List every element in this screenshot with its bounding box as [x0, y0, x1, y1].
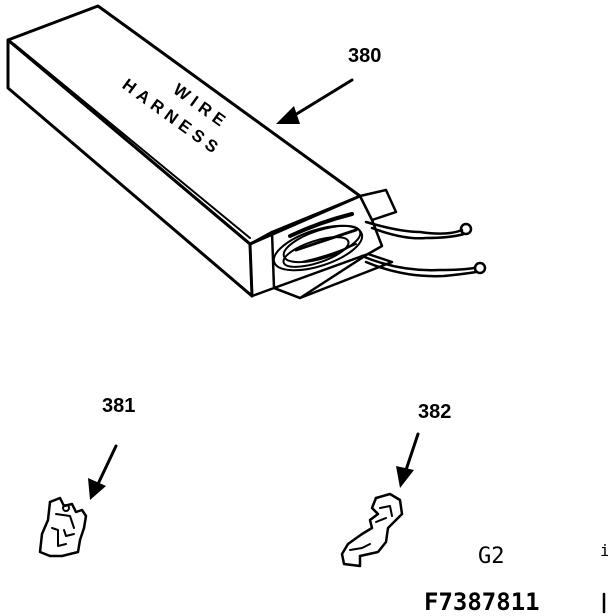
terminal-382 — [340, 492, 404, 568]
box-opening — [270, 194, 384, 300]
callout-381: 381 — [102, 395, 135, 417]
wire-harness-box — [6, 4, 487, 300]
drawing-number: F7387811 — [424, 588, 540, 616]
callout-382: 382 — [418, 401, 451, 423]
leader-arrow-381 — [88, 444, 118, 500]
group-code: G2 — [478, 544, 505, 569]
box-edge-line — [13, 43, 251, 239]
wire-lead-lower — [360, 254, 476, 272]
ring-terminal-lower — [473, 261, 487, 275]
wire-lead-upper — [364, 220, 464, 235]
edge-mark: i — [600, 541, 608, 560]
wire-coil — [272, 212, 364, 272]
callout-380: 380 — [348, 45, 381, 67]
leader-arrow-382 — [396, 432, 420, 488]
box-end-flap-left — [248, 230, 276, 298]
ring-terminal-upper — [459, 222, 473, 236]
terminal-381 — [38, 496, 88, 558]
leader-arrow-380 — [276, 78, 354, 124]
